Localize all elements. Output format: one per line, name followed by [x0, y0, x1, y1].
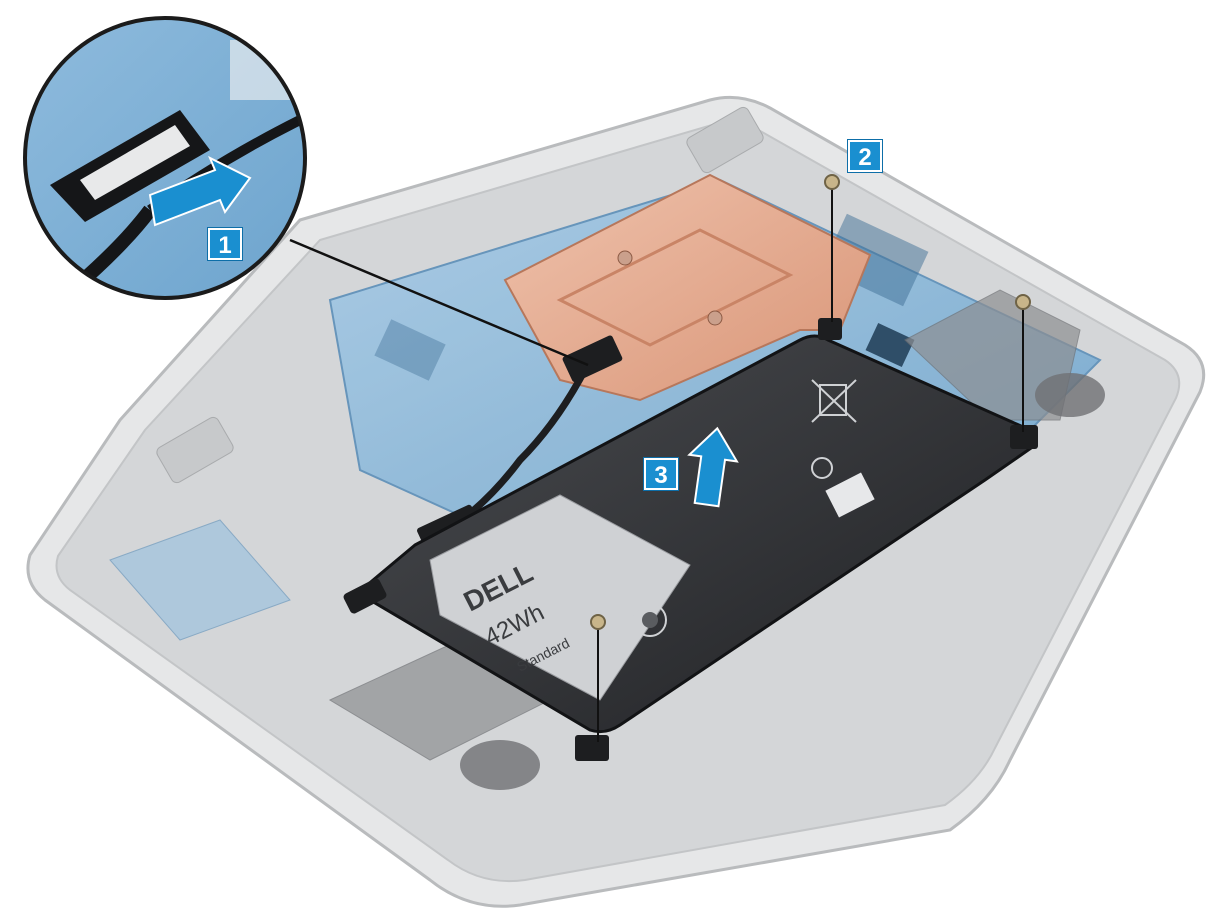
screw-icon	[824, 174, 840, 190]
battery-connector	[50, 110, 210, 222]
screw-right	[1015, 294, 1031, 432]
speaker-right	[904, 289, 1105, 421]
hinge-left	[156, 416, 234, 484]
recycle-icon	[633, 603, 667, 637]
up-arrow-icon	[687, 426, 739, 508]
battery: DELL 42Wh Standard	[343, 318, 1038, 761]
step-badge-1: 1	[208, 228, 242, 260]
screw-top	[824, 174, 840, 322]
io-board-left	[109, 519, 291, 641]
step-badge-3: 3	[644, 458, 678, 490]
screw-icon	[1015, 294, 1031, 310]
step-badge-2: 2	[848, 140, 882, 172]
ce-mark-icon	[811, 457, 833, 479]
screw-bottom	[590, 614, 606, 742]
right-arrow-icon	[148, 155, 252, 227]
weee-bin-icon	[811, 379, 857, 423]
zoom-leader-line	[289, 238, 589, 367]
screw-icon	[590, 614, 606, 630]
hinge-right	[686, 106, 764, 174]
zoom-inset	[23, 16, 307, 300]
